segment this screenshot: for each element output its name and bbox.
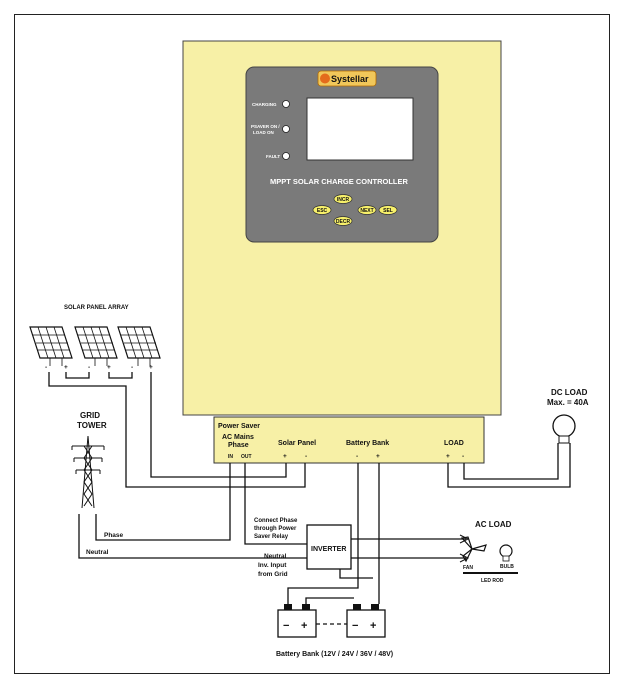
connect-phase-label: through Power (254, 526, 297, 532)
panel-link-wire (65, 372, 90, 379)
indicator-label: CHARGING (252, 102, 277, 107)
solar-panel-3 (117, 326, 161, 366)
grid-phase-wire (95, 463, 231, 541)
decr-button[interactable]: DECR (333, 216, 353, 226)
systellar-logo: Systellar (317, 70, 377, 87)
ac-mains-label: AC Mains (222, 434, 254, 441)
panel-link-wire (108, 372, 133, 379)
neutral-inverter-label: Neutral (264, 553, 287, 560)
svg-text:ESC: ESC (317, 208, 328, 214)
inverter-battery-wire (339, 569, 373, 579)
esc-button[interactable]: ESC (312, 205, 332, 215)
indicator-label: LOAD ON (253, 130, 274, 135)
battery-bank-caption: Battery Bank (12V / 24V / 36V / 48V) (276, 651, 393, 658)
svg-text:DECR: DECR (336, 219, 351, 225)
ac-load-label: AC LOAD (475, 520, 512, 529)
battery-plus-label: + (301, 620, 307, 632)
grid-tower-icon (71, 435, 105, 509)
led-icon (282, 152, 290, 160)
panel-terminal-label: - (88, 364, 90, 371)
neutral-label: Neutral (86, 549, 109, 556)
inverter-label: INVERTER (311, 546, 346, 553)
solar-plus-label: + (283, 453, 287, 460)
panel-terminal-label: - (45, 364, 47, 371)
battery-bank-terminal-label: Battery Bank (346, 440, 389, 447)
dc-bulb-icon (552, 414, 576, 444)
tower-label: TOWER (77, 421, 107, 430)
solar-panel-2 (74, 326, 118, 366)
neutral-inverter-label: from Grid (258, 571, 288, 578)
load-plus-label: + (446, 453, 450, 460)
indicator-fault: FAULT (266, 152, 290, 160)
connect-phase-label: Connect Phase (254, 518, 298, 524)
indicator-charging: CHARGING (252, 100, 290, 108)
solar-panel-1 (29, 326, 73, 366)
grid-neutral-wire (78, 514, 307, 559)
load-terminal-label: LOAD (444, 440, 464, 447)
panel-terminal-label: - (131, 364, 133, 371)
indicator-psaver-load: PSAVER ON / LOAD ON (251, 124, 290, 135)
panel-terminal-label: + (64, 364, 68, 371)
ac-bulb-icon (499, 544, 513, 562)
battery-negative-wire (287, 463, 359, 604)
battery-1-icon: − + (277, 604, 317, 638)
solar-panel-terminal-label: Solar Panel (278, 440, 316, 447)
neutral-inverter-label: Inv. Input (258, 562, 287, 569)
panel-terminal-label: + (107, 364, 111, 371)
grid-label: GRID (80, 411, 100, 420)
indicator-label: FAULT (266, 154, 280, 159)
ac-mains-phase-label: Phase (228, 442, 249, 449)
svg-text:SEL: SEL (383, 208, 393, 214)
sel-button[interactable]: SEL (378, 205, 398, 215)
dc-load-label: DC LOAD (551, 388, 588, 397)
battery-minus-label: - (356, 453, 358, 460)
battery-series-wire (305, 597, 354, 604)
bulb-label: BULB (500, 564, 514, 570)
fan-label: FAN (463, 565, 473, 571)
lcd-screen (306, 97, 414, 161)
svg-text:INCR: INCR (337, 197, 350, 203)
controller-title: MPPT SOLAR CHARGE CONTROLLER (270, 177, 408, 186)
terminal-strip (213, 416, 485, 464)
battery-minus-label: − (352, 620, 358, 632)
solar-array-label: SOLAR PANEL ARRAY (64, 305, 129, 311)
phase-label: Phase (104, 532, 124, 539)
next-button[interactable]: NEXT (357, 205, 377, 215)
battery-plus-label: + (376, 453, 380, 460)
connect-phase-label: Saver Relay (254, 534, 289, 540)
in-terminal-label: IN (228, 454, 233, 460)
power-saver-out-wire (244, 463, 307, 545)
power-saver-label: Power Saver (218, 423, 260, 430)
battery-plus-label: + (370, 620, 376, 632)
led-icon (282, 125, 290, 133)
dc-load-negative-wire (463, 443, 559, 480)
battery-minus-label: − (283, 620, 289, 632)
arrow-icon (459, 534, 470, 544)
dc-load-max-label: Max. = 40A (547, 398, 589, 407)
out-terminal-label: OUT (241, 454, 252, 460)
inverter-box (306, 524, 352, 570)
incr-button[interactable]: INCR (333, 194, 353, 204)
solar-negative-wire (48, 372, 306, 488)
load-minus-label: - (462, 453, 464, 460)
led-icon (282, 100, 290, 108)
dc-load-positive-wire (447, 443, 571, 488)
solar-positive-wire (150, 372, 287, 478)
indicator-label: PSAVER ON / (251, 124, 280, 129)
battery-2-icon: − + (346, 604, 386, 638)
brand-name: Systellar (331, 74, 369, 84)
led-rod-label: LED ROD (481, 578, 504, 584)
panel-terminal-label: + (149, 364, 153, 371)
solar-minus-label: - (305, 453, 307, 460)
diagram-frame (14, 14, 610, 674)
arrow-icon (459, 553, 470, 563)
svg-text:NEXT: NEXT (360, 208, 373, 214)
